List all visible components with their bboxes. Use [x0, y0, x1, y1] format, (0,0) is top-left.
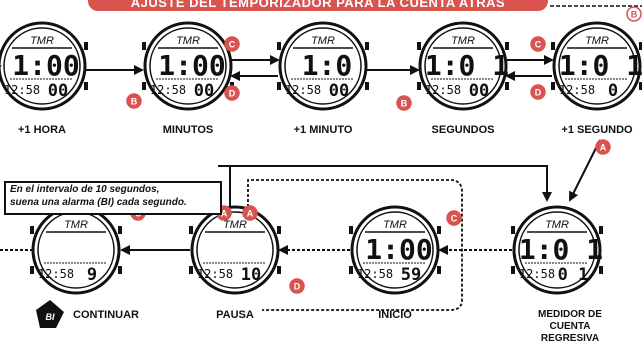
button-d-icon: D — [224, 85, 240, 101]
svg-text:A: A — [221, 209, 228, 219]
mode-readout: TMR — [64, 219, 88, 231]
main-readout: 1:0 — [302, 49, 353, 82]
sub-time-readout: 12:58 — [519, 267, 555, 281]
step-label: CONTINUAR — [73, 309, 139, 321]
svg-text:B: B — [401, 99, 408, 109]
mode-readout: TMR — [585, 35, 609, 47]
main-readout: 1:0 1 — [425, 49, 509, 82]
watch-face: TMR 12:58 10 — [189, 205, 281, 295]
sub-second-readout: 59 — [401, 265, 421, 285]
sub-time-readout: 12:58 — [357, 267, 393, 281]
button-a-icon: A — [242, 205, 258, 221]
sub-time-readout: 12:58 — [285, 83, 321, 97]
sub-second-readout: 00 — [194, 81, 214, 101]
step-label: PAUSA — [216, 309, 254, 321]
button-d-icon: D — [289, 278, 305, 294]
flow-arrow — [569, 139, 601, 202]
svg-text:A: A — [247, 209, 254, 219]
step-label: INICIO — [378, 309, 412, 321]
svg-text:B: B — [131, 97, 138, 107]
main-readout: 1:0 1 — [519, 233, 603, 266]
svg-text:B: B — [631, 10, 638, 20]
note-line-2: suena una alarma (BI) cada segundo. — [10, 197, 187, 208]
watch-face: TMR 1:0 112:58 0 — [551, 21, 642, 111]
sub-time-readout: 12:58 — [425, 83, 461, 97]
diagram-title: AJUSTE DEL TEMPORIZADOR PARA LA CUENTA A… — [130, 0, 506, 10]
step-label: +1 MINUTO — [293, 124, 353, 136]
alarm-bi-icon: BI — [36, 300, 64, 328]
button-c-icon: C — [446, 210, 462, 226]
sub-second-readout: 9 — [87, 265, 97, 285]
step-label: SEGUNDOS — [431, 124, 495, 136]
button-c-icon: C — [530, 36, 546, 52]
main-readout: 1:00 — [12, 49, 79, 82]
sub-second-readout: 00 — [48, 81, 68, 101]
watch-face: TMR 1:012:58 00 — [277, 21, 369, 111]
sub-second-readout: 0 1 — [558, 265, 589, 285]
button-b-icon: B — [126, 93, 142, 109]
button-d-icon: D — [530, 84, 546, 100]
button-b-icon: B — [396, 95, 412, 111]
button-a-icon: A — [595, 139, 611, 155]
sub-time-readout: 12:58 — [559, 83, 595, 97]
title-banner: AJUSTE DEL TEMPORIZADOR PARA LA CUENTA A… — [88, 0, 548, 11]
sub-second-readout: 00 — [329, 81, 349, 101]
mode-readout: TMR — [451, 35, 475, 47]
sub-second-readout: 00 — [469, 81, 489, 101]
mode-readout: TMR — [383, 219, 407, 231]
note-line-1: En el intervalo de 10 segundos, — [10, 184, 160, 195]
mode-readout: TMR — [223, 219, 247, 231]
step-label: +1 HORA — [18, 124, 66, 136]
main-readout: 1:0 1 — [559, 49, 642, 82]
sub-time-readout: 12:58 — [4, 83, 40, 97]
mode-readout: TMR — [30, 35, 54, 47]
alarm-note: En el intervalo de 10 segundos, suena un… — [4, 181, 222, 215]
watch-face: TMR 1:0 112:58 00 — [417, 21, 509, 111]
svg-text:D: D — [535, 88, 542, 98]
sub-second-readout: 10 — [241, 265, 261, 285]
svg-text:C: C — [451, 214, 458, 224]
sub-time-readout: 12:58 — [38, 267, 74, 281]
flow-connectors — [0, 55, 601, 311]
main-readout: 1:00 — [158, 49, 225, 82]
mode-readout: TMR — [545, 219, 569, 231]
step-label: MINUTOS — [162, 124, 214, 136]
svg-text:D: D — [229, 89, 236, 99]
step-label: MEDIDOR DE CUENTA REGRESIVA — [538, 309, 602, 344]
button-b-icon: B — [626, 6, 642, 22]
button-c-icon: C — [224, 36, 240, 52]
main-readout: 1:00 — [365, 233, 432, 266]
svg-text:C: C — [229, 40, 236, 50]
svg-text:BI: BI — [46, 312, 55, 322]
sub-second-readout: 0 — [608, 81, 618, 101]
sub-time-readout: 12:58 — [197, 267, 233, 281]
svg-text:D: D — [294, 282, 301, 292]
mode-readout: TMR — [311, 35, 335, 47]
step-label: +1 SEGUNDO — [561, 124, 633, 136]
svg-text:A: A — [600, 143, 607, 153]
svg-text:C: C — [535, 40, 542, 50]
watch-face: TMR 12:58 9 — [30, 205, 122, 295]
mode-readout: TMR — [176, 35, 200, 47]
sub-time-readout: 12:58 — [150, 83, 186, 97]
